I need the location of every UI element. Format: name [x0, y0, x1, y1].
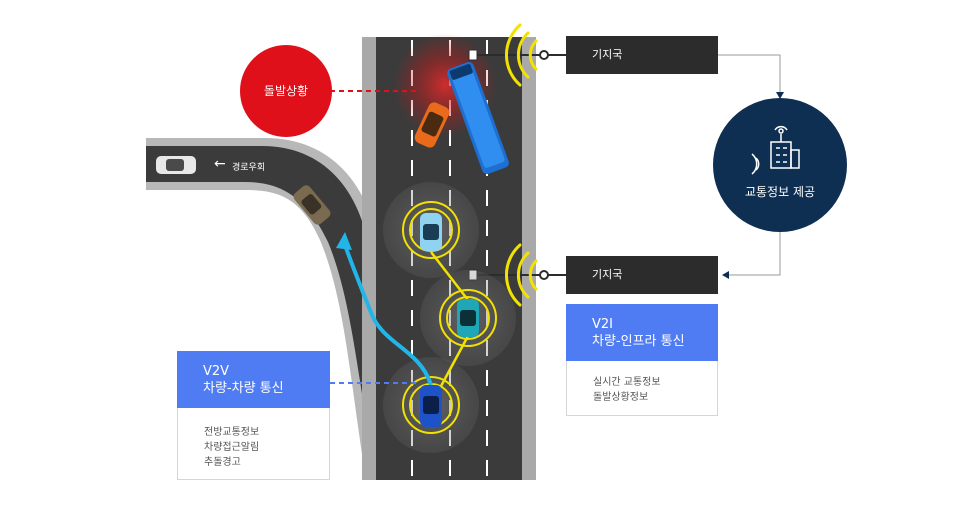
crashed-bus: [447, 61, 509, 175]
car-light-blue: [420, 213, 442, 251]
v2i-title: V2I: [592, 317, 613, 332]
base-station-bottom: 기지국: [566, 256, 718, 294]
car-navy: [420, 385, 442, 427]
base-station-top: 기지국: [566, 36, 718, 74]
flow-line-down: [718, 54, 781, 93]
v2v-body: 전방교통정보 차량접근알림 추돌경고: [177, 408, 330, 480]
v2i-item: 실시간 교통정보: [593, 377, 661, 388]
v2v-item: 차량접근알림: [204, 442, 260, 453]
car-detour-khaki: [293, 185, 331, 225]
v2i-body: 실시간 교통정보 돌발상황정보: [566, 361, 718, 416]
car-white-left: [156, 156, 196, 174]
signal-wave-bottom: [505, 243, 538, 307]
v2i-item: 돌발상황정보: [593, 392, 649, 403]
detour-path: [343, 244, 433, 386]
building-antenna-icon: [751, 125, 800, 175]
antenna-top: [539, 50, 549, 60]
incident-label: 돌발상황: [263, 84, 309, 98]
detour-label: 경로우회: [232, 163, 266, 173]
v2v-item: 추돌경고: [204, 457, 241, 468]
v2v-title: V2V: [203, 364, 230, 379]
detour-arrow-icon: ←: [214, 156, 226, 172]
flow-arrow-left: [722, 271, 729, 279]
detour-road: [146, 138, 382, 480]
station-top-node: [468, 49, 478, 61]
v2v-link-2: [438, 335, 470, 389]
signal-wave-top: [505, 23, 538, 87]
car-teal: [457, 299, 479, 337]
v2v-subtitle: 차량-차량 통신: [203, 381, 284, 396]
incident-circle: [240, 45, 332, 137]
v2v-item: 전방교통정보: [204, 427, 260, 438]
v2i-header: V2I 차량-인프라 통신: [566, 304, 718, 361]
antenna-bottom: [539, 270, 549, 280]
traffic-center-circle: [713, 98, 847, 232]
flow-arrow-down: [776, 92, 784, 99]
v2v-link-1: [430, 251, 469, 301]
v2v-header: V2V 차량-차량 통신: [177, 351, 330, 408]
detour-arrowhead: [336, 232, 352, 250]
crashed-car-orange: [414, 102, 450, 148]
flow-line-left: [728, 230, 781, 276]
traffic-center-label: 교통정보 제공: [744, 185, 816, 199]
v2i-subtitle: 차량-인프라 통신: [592, 334, 685, 349]
